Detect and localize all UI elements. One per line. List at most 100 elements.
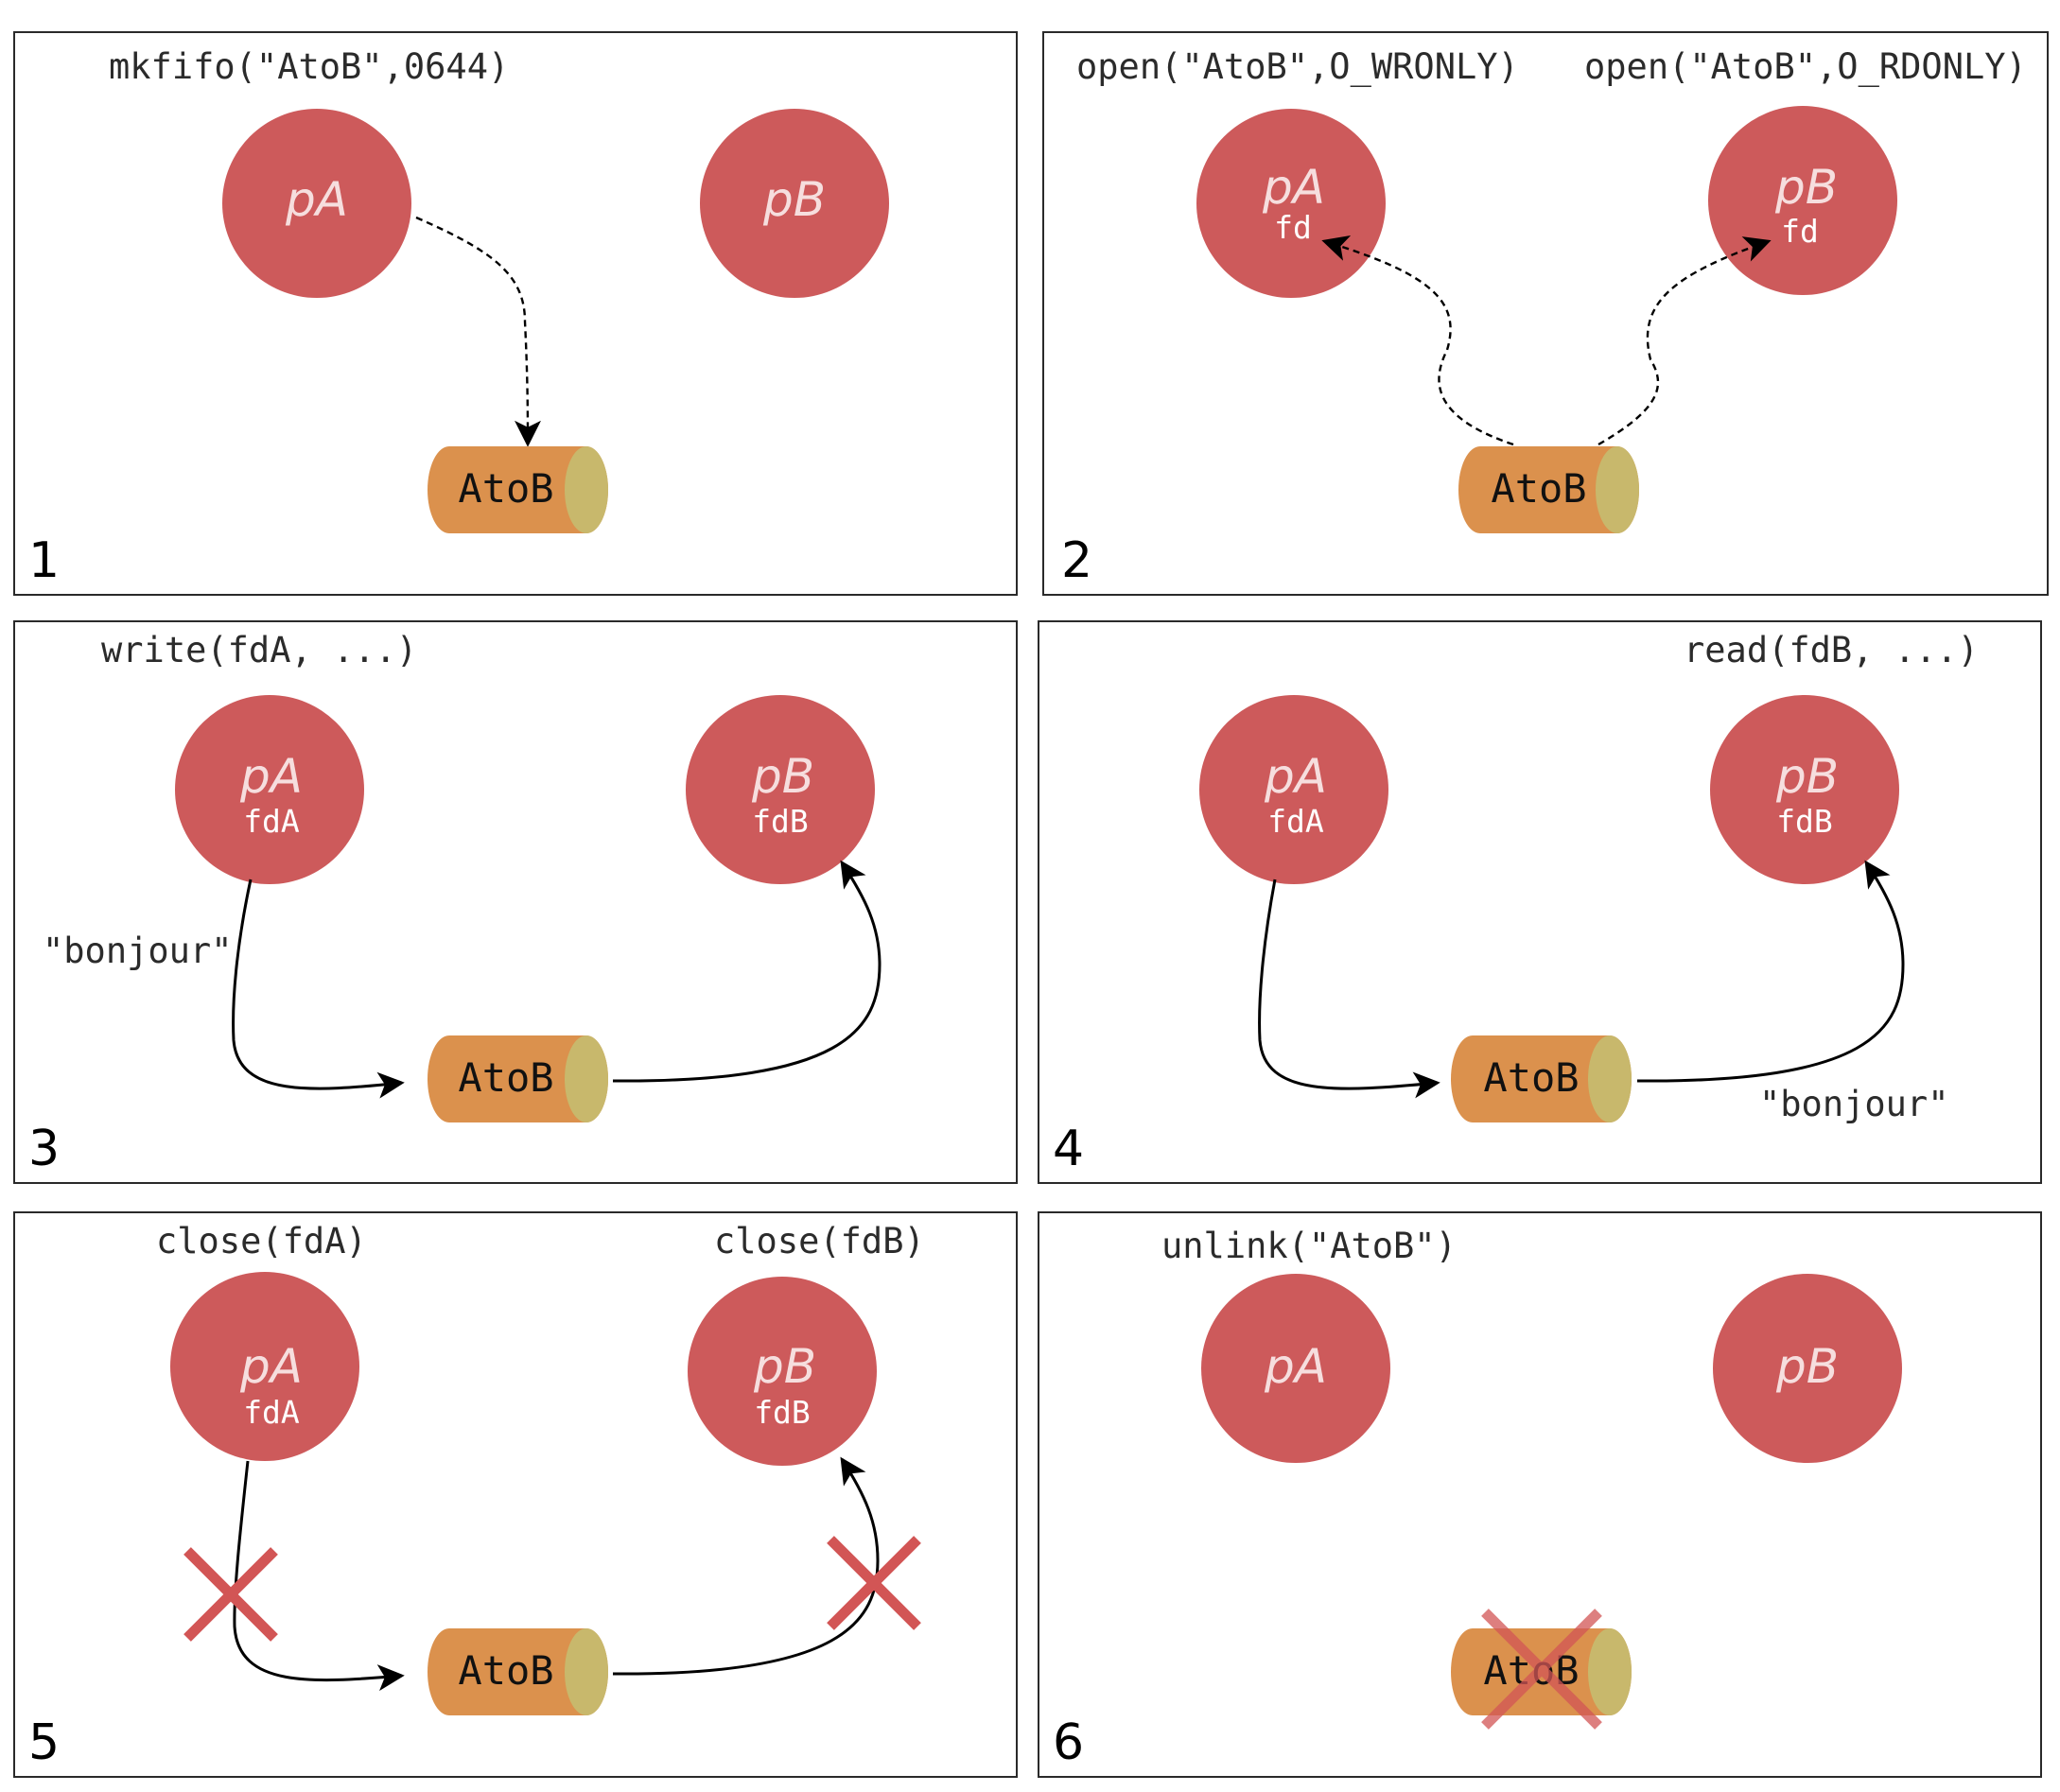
process-pB: pB	[1713, 1274, 1902, 1463]
process-pA-fd: fdA	[243, 1394, 300, 1431]
pipe-AtoB: AtoB	[1458, 446, 1639, 533]
process-pA-fd: fdA	[243, 803, 300, 840]
panel-2-call-write: open("AtoB",O_WRONLY)	[1076, 46, 1519, 88]
process-pA: pA	[222, 109, 411, 298]
process-pB: pB fdB	[688, 1277, 877, 1466]
panel-6: unlink("AtoB") pA pB AtoB 6	[1038, 1211, 2042, 1778]
process-pB-circle	[686, 695, 875, 884]
process-pB: pB fdB	[686, 695, 875, 884]
process-pB-circle	[1713, 1274, 1902, 1463]
process-pB: pB	[700, 109, 889, 298]
process-pB-fd: fdB	[1776, 803, 1833, 840]
panel-4: read(fdB, ...) pA fdA pB fdB AtoB "bonjo…	[1038, 620, 2042, 1184]
message-label: "bonjour"	[1759, 1084, 1948, 1124]
pipe-label: AtoB	[458, 1647, 553, 1694]
read-arrow-closed	[612, 1456, 880, 1676]
process-pB-circle	[700, 109, 889, 298]
close-cross-b	[827, 1536, 921, 1630]
process-pB-label: pB	[1775, 1339, 1839, 1394]
process-pA-circle	[1199, 695, 1388, 884]
panel-3: write(fdA, ...) pA fdA pB fdB "bonjour" …	[13, 620, 1018, 1184]
pipe-body	[428, 1628, 608, 1715]
mkfifo-arrow	[415, 216, 541, 447]
process-pA: pA fd	[1196, 109, 1386, 298]
read-arrow	[1636, 860, 1905, 1083]
pipe-end	[1596, 446, 1639, 533]
process-pA-label: pA	[1264, 749, 1327, 804]
process-pB-fd: fdB	[752, 803, 809, 840]
process-pB-circle	[1710, 695, 1899, 884]
message-label: "bonjour"	[43, 931, 232, 971]
panel-4-number: 4	[1053, 1121, 1084, 1177]
panel-2-number: 2	[1061, 532, 1092, 589]
process-pA: pA fdA	[175, 695, 364, 884]
open-write-arrow	[1321, 235, 1514, 446]
panel-2-call-read: open("AtoB",O_RDONLY)	[1584, 46, 2027, 88]
panel-1-number: 1	[28, 532, 60, 589]
pipe-AtoB: AtoB	[428, 1628, 608, 1715]
process-pB-label: pB	[1774, 160, 1838, 215]
pipe-label: AtoB	[1483, 1054, 1579, 1101]
process-pB: pB fd	[1708, 106, 1897, 295]
process-pA-circle	[170, 1272, 359, 1461]
panel-3-number: 3	[28, 1121, 60, 1177]
pipe-end	[565, 1035, 608, 1122]
deliver-arrow	[612, 860, 882, 1083]
pipe-body	[428, 1035, 608, 1122]
process-pA-label: pA	[285, 172, 348, 227]
panel-5-call-close-a: close(fdA)	[156, 1221, 367, 1261]
pipe-end	[1588, 1035, 1632, 1122]
panel-5: close(fdA) close(fdB) pA fdA pB fdB AtoB…	[13, 1211, 1018, 1778]
panel-5-number: 5	[28, 1714, 60, 1771]
process-pB-label: pB	[753, 1339, 816, 1394]
process-pB-fd: fdB	[754, 1394, 811, 1431]
pipe-label: AtoB	[1491, 465, 1586, 512]
process-pA-label: pA	[239, 1339, 303, 1394]
process-pA-circle	[222, 109, 411, 298]
pipe-end	[565, 1628, 608, 1715]
pipe-label: AtoB	[458, 465, 553, 512]
pipe-AtoB: AtoB	[1451, 1035, 1632, 1122]
pipe-end	[565, 446, 608, 533]
close-cross-a	[183, 1547, 278, 1642]
pipe-body	[428, 446, 608, 533]
process-pA-label: pA	[1264, 1339, 1327, 1394]
panel-1: mkfifo("AtoB",0644) pA pB AtoB 1	[13, 31, 1018, 596]
panel-3-call: write(fdA, ...)	[101, 630, 417, 670]
open-read-arrow	[1597, 236, 1772, 446]
close-cross-b-stroke-2	[827, 1536, 921, 1630]
process-pA: pA fdA	[170, 1272, 359, 1461]
panel-2: open("AtoB",O_WRONLY) open("AtoB",O_RDON…	[1042, 31, 2049, 596]
process-pB-label: pB	[751, 749, 814, 804]
process-pA-fd: fdA	[1267, 803, 1324, 840]
process-pA-label: pA	[239, 749, 303, 804]
process-pA-circle	[1201, 1274, 1390, 1463]
write-arrow	[232, 879, 405, 1099]
pipe-AtoB: AtoB	[428, 1035, 608, 1122]
write-arrow	[1258, 879, 1440, 1099]
panel-1-call: mkfifo("AtoB",0644)	[109, 46, 509, 87]
unlink-cross-stroke-2	[1481, 1609, 1602, 1730]
process-pB: pB fdB	[1710, 695, 1899, 884]
panel-6-number: 6	[1053, 1714, 1084, 1771]
process-pA-circle	[175, 695, 364, 884]
process-pA: pA fdA	[1199, 695, 1388, 884]
panel-5-call-close-b: close(fdB)	[714, 1221, 925, 1261]
process-pB-label: pB	[1775, 749, 1839, 804]
unlink-cross	[1481, 1609, 1602, 1730]
pipe-body	[1458, 446, 1639, 533]
process-pA: pA	[1201, 1274, 1390, 1463]
process-pA-label: pA	[1262, 160, 1325, 215]
panel-4-call: read(fdB, ...)	[1684, 630, 1979, 670]
pipe-AtoB: AtoB	[428, 446, 608, 533]
close-cross-a-stroke-2	[183, 1547, 278, 1642]
panel-6-call: unlink("AtoB")	[1161, 1226, 1457, 1266]
pipe-body	[1451, 1035, 1632, 1122]
process-pB-label: pB	[762, 172, 826, 227]
pipe-label: AtoB	[458, 1054, 553, 1101]
process-pB-fd: fd	[1781, 213, 1819, 250]
pipe-end	[1588, 1628, 1632, 1715]
process-pB-circle	[688, 1277, 877, 1466]
write-arrow-closed	[233, 1460, 405, 1692]
